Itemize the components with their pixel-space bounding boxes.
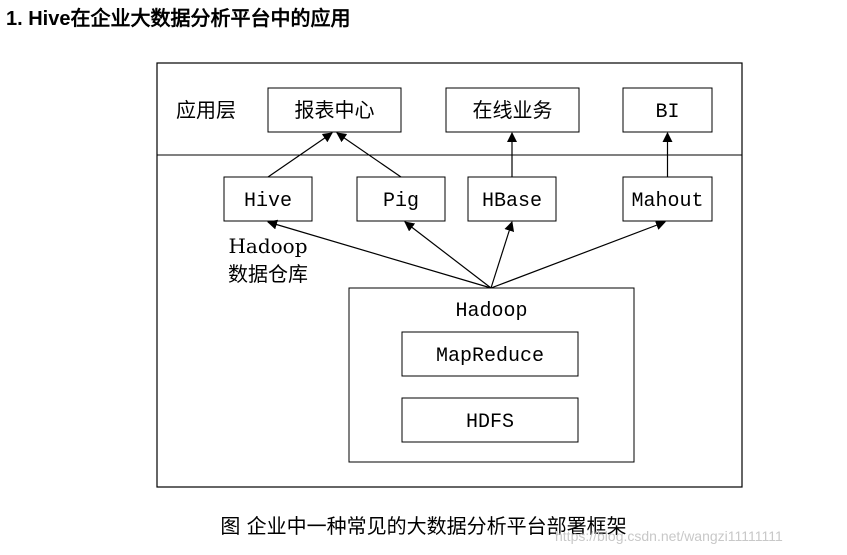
report-center-label: 报表中心: [295, 98, 375, 122]
online-business-box: 在线业务: [445, 87, 580, 133]
arrow-hadoop-to-hive: [267, 219, 492, 289]
arrow-hadoop-to-hbase: [490, 221, 515, 289]
section-heading: 1. Hive在企业大数据分析平台中的应用: [6, 8, 351, 30]
watermark: https://blog.csdn.net/wangzi11111111: [555, 528, 783, 544]
hbase-box: HBase: [467, 176, 557, 222]
hbase-label: HBase: [482, 190, 542, 213]
arrow-hadoop-to-pig: [404, 221, 492, 289]
hive-box: Hive: [223, 176, 313, 222]
pig-label: Pig: [383, 190, 419, 213]
online-business-label: 在线业务: [473, 98, 553, 122]
hive-label: Hive: [244, 190, 292, 213]
mahout-box: Mahout: [622, 176, 713, 222]
arrow-hive-to-report-center: [267, 132, 333, 178]
application-layer-label: 应用层: [176, 98, 236, 122]
mapreduce-box: MapReduce: [401, 331, 579, 377]
platform-frame: [156, 62, 743, 488]
hdfs-label: HDFS: [466, 411, 514, 434]
pig-box: Pig: [356, 176, 446, 222]
warehouse-label-line2: 数据仓库: [228, 262, 308, 286]
arrow-pig-to-report-center: [336, 132, 402, 178]
hadoop-title: Hadoop: [455, 300, 527, 323]
arrow-hadoop-to-mahout: [490, 220, 666, 289]
bi-label: BI: [655, 101, 679, 124]
report-center-box: 报表中心: [267, 87, 402, 133]
figure-caption: 图 企业中一种常见的大数据分析平台部署框架: [220, 514, 627, 538]
mapreduce-label: MapReduce: [436, 345, 544, 368]
mahout-label: Mahout: [631, 190, 703, 213]
bi-box: BI: [622, 87, 713, 133]
hdfs-box: HDFS: [401, 397, 579, 443]
warehouse-label-line1: Hadoop: [228, 234, 307, 258]
